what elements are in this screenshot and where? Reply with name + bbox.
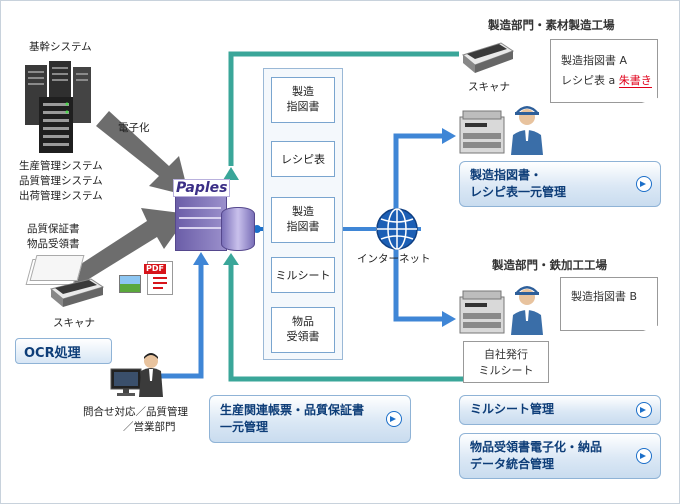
doc-card-line: 製造 [292, 205, 314, 218]
memo-red-annotation: 朱書き [618, 74, 652, 88]
printer-icon-top [459, 110, 505, 154]
gray-arrow-upper [96, 111, 189, 196]
scanner-label-right: スキャナ [468, 81, 510, 93]
teal-arrowhead-bottom [223, 253, 239, 265]
memo-paper-b: 製造指図書 B [560, 277, 658, 331]
memo-line-sashizusho-b: 製造指図書 B [571, 290, 638, 303]
production-docs-management-button[interactable]: 生産関連帳票・品質保証書 一元管理 [209, 395, 411, 443]
system-label-production: 生産管理システム [19, 160, 103, 172]
button-label-line1: 製造指図書・ [470, 168, 543, 182]
memo-recipe-text: レシピ表 a [561, 74, 619, 87]
ocr-process-box: OCR処理 [15, 338, 112, 364]
office-worker-icon [110, 353, 163, 397]
button-label-line1: 物品受領書電子化・納品 [470, 440, 603, 454]
connector-dot [253, 225, 261, 233]
blue-line-inquiry [161, 263, 204, 379]
doc-card-line: 受領書 [286, 330, 320, 343]
doc-card-line: 指図書 [286, 220, 320, 233]
paper-doc-label-receipt: 物品受領書 [27, 238, 80, 250]
blue-line-to-factory-top [393, 133, 444, 209]
teal-line-bottom [228, 263, 467, 382]
worker-icon-bottom [511, 286, 543, 335]
blue-line-to-factory-bottom [393, 249, 444, 322]
scanner-icon-right [461, 42, 515, 73]
pdf-file-icon: PDF [144, 261, 173, 295]
blue-arrowhead-inquiry [193, 252, 209, 265]
paples-logo: Paples [173, 179, 231, 197]
doc-card-recipe: レシピ表 [271, 141, 335, 177]
button-label-line1: 生産関連帳票・品質保証書 [220, 403, 365, 417]
printer-icon-bottom [459, 290, 505, 334]
memo-line-sashizusho-a: 製造指図書 A [561, 54, 628, 67]
millsheet-line2: ミルシート [478, 364, 534, 377]
receipt-data-management-button[interactable]: 物品受領書電子化・納品 データ統合管理 [459, 433, 661, 479]
doc-card-buppin-juryosho: 物品 受領書 [271, 307, 335, 353]
memo-paper-a: 製造指図書 A レシピ表 a 朱書き [550, 39, 658, 103]
doc-card-line: 物品 [292, 315, 314, 328]
image-file-icon [119, 275, 141, 293]
millsheet-management-button[interactable]: ミルシート管理 [459, 395, 661, 425]
teal-arrowhead-top [223, 167, 239, 180]
doc-card-line: ミルシート [275, 269, 331, 282]
gray-arrow-lower [67, 208, 189, 287]
button-label-line2: 一元管理 [220, 420, 269, 434]
millsheet-paper: 自社発行 ミルシート [463, 341, 549, 383]
internet-label: インターネット [357, 253, 431, 265]
ocr-label: OCR処理 [24, 346, 81, 361]
scanner-icon-left [49, 278, 105, 307]
inquiry-label-line1: 問合せ対応／品質管理 [83, 406, 188, 418]
millsheet-line1: 自社発行 [484, 348, 528, 361]
paples-server-icon: Paples [173, 177, 259, 253]
system-label-quality: 品質管理システム [19, 175, 103, 187]
button-label-line2: レシピ表一元管理 [470, 185, 567, 199]
doc-card-line: レシピ表 [281, 153, 325, 166]
factory-top-title: 製造部門・素材製造工場 [488, 18, 615, 32]
system-label-shipping: 出荷管理システム [19, 190, 103, 202]
memo-line-recipe-a: レシピ表 a 朱書き [561, 72, 652, 88]
arrow-circle-icon [386, 411, 402, 427]
server-icon [25, 61, 91, 153]
button-label-line2: データ統合管理 [470, 457, 555, 471]
arrow-circle-icon [636, 176, 652, 192]
factory-bottom-title: 製造部門・鉄加工工場 [492, 258, 607, 272]
scanner-label-left: スキャナ [53, 317, 95, 329]
worker-icon-top [511, 106, 543, 155]
kikan-system-label: 基幹システム [29, 41, 92, 53]
arrow-circle-icon [636, 448, 652, 464]
internet-globe-icon [376, 208, 418, 250]
doc-card-line: 指図書 [286, 100, 320, 113]
button-label: ミルシート管理 [470, 402, 555, 416]
doc-card-seizo-sashizusho-1: 製造 指図書 [271, 77, 335, 123]
pdf-badge: PDF [144, 264, 166, 274]
inquiry-label-line2: ／営業部門 [123, 421, 176, 433]
denshika-label: 電子化 [118, 122, 150, 134]
teal-line-top [228, 51, 459, 166]
doc-card-millsheet: ミルシート [271, 257, 335, 293]
sashizusho-recipe-management-button[interactable]: 製造指図書・ レシピ表一元管理 [459, 161, 661, 207]
paper-doc-label-quality-cert: 品質保証書 [27, 223, 80, 235]
arrow-circle-icon [636, 402, 652, 418]
doc-card-seizo-sashizusho-2: 製造 指図書 [271, 197, 335, 243]
doc-card-line: 製造 [292, 85, 314, 98]
